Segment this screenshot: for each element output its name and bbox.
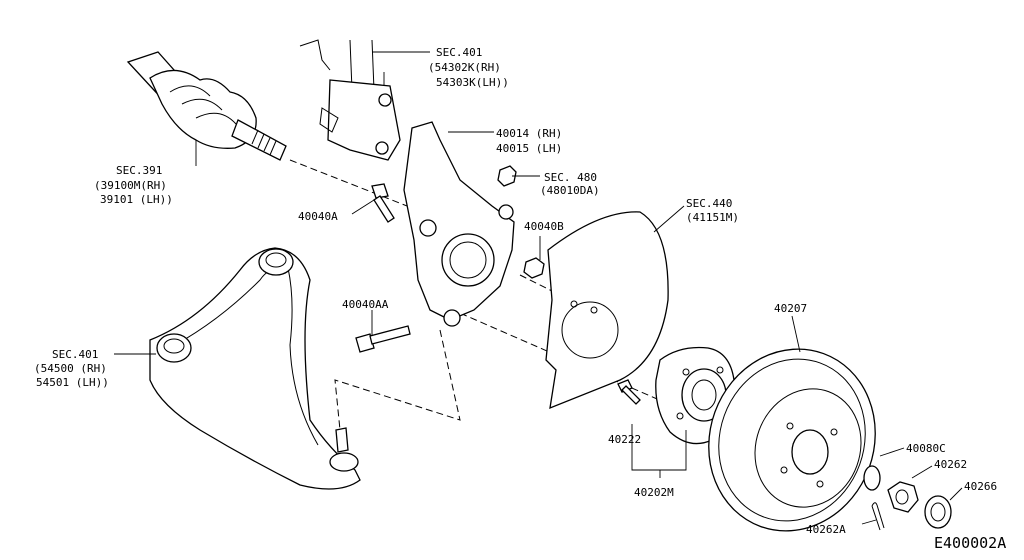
nut-48010da xyxy=(497,165,517,187)
label-sec401-low-lh: 54501 (LH)) xyxy=(36,376,109,389)
label-sec480-part: (48010DA) xyxy=(540,184,600,197)
label-40040b: 40040B xyxy=(524,220,564,233)
part-labels: SEC.401 (54302K(RH) 54303K(LH)) 40014 (R… xyxy=(34,46,1006,552)
label-sec391: SEC.391 xyxy=(116,164,162,177)
label-sec391-lh: 39101 (LH)) xyxy=(100,193,173,206)
label-sec401-top-rh: (54302K(RH) xyxy=(428,61,501,74)
label-40202m: 40202M xyxy=(634,486,674,499)
washer-40080c xyxy=(863,465,881,491)
label-40262a: 40262A xyxy=(806,523,846,536)
brake-rotor xyxy=(708,348,876,532)
label-40266: 40266 xyxy=(964,480,997,493)
cotter-pin xyxy=(871,502,885,531)
label-knuckle-rh: 40014 (RH) xyxy=(496,127,562,140)
label-sec440: SEC.440 xyxy=(686,197,732,210)
label-sec440-part: (41151M) xyxy=(686,211,739,224)
label-sec401-low-rh: (54500 (RH) xyxy=(34,362,107,375)
hub-stud xyxy=(617,379,641,405)
label-sec401-top-lh: 54303K(LH)) xyxy=(436,76,509,89)
dust-shield xyxy=(545,211,669,410)
lock-cap xyxy=(924,495,952,529)
label-40222: 40222 xyxy=(608,433,641,446)
label-40040aa: 40040AA xyxy=(342,298,389,311)
label-sec391-rh: (39100M(RH) xyxy=(94,179,167,192)
label-40262: 40262 xyxy=(934,458,967,471)
drive-shaft xyxy=(126,51,287,161)
label-sec401-low: SEC.401 xyxy=(52,348,98,361)
label-sec480: SEC. 480 xyxy=(544,171,597,184)
label-knuckle-lh: 40015 (LH) xyxy=(496,142,562,155)
steering-knuckle xyxy=(403,121,515,327)
nut-40040b xyxy=(523,257,545,279)
strut-assembly xyxy=(299,39,401,161)
bolt-40040a xyxy=(371,183,395,223)
diagram-code: E400002A xyxy=(934,534,1006,552)
label-40207: 40207 xyxy=(774,302,807,315)
lower-control-arm xyxy=(149,247,361,490)
label-40080c: 40080C xyxy=(906,442,946,455)
bolt-40040aa xyxy=(355,325,411,353)
label-sec401-top: SEC.401 xyxy=(436,46,482,59)
label-40040a: 40040A xyxy=(298,210,338,223)
leader-lines xyxy=(114,51,963,525)
hub-nut xyxy=(887,481,919,513)
